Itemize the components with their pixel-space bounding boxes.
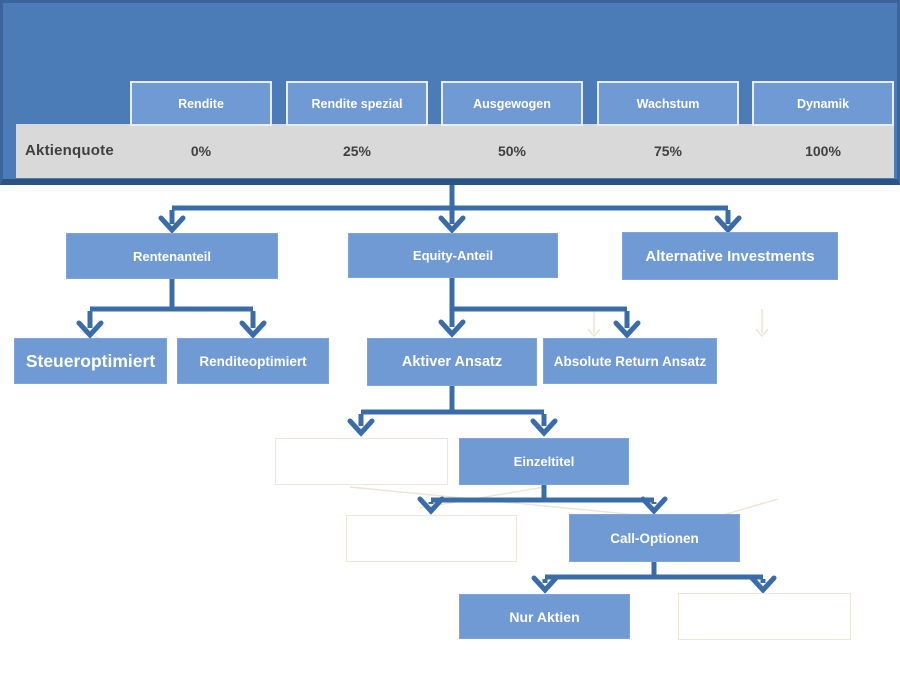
node-renditeoptimiert: Renditeoptimiert <box>177 338 329 384</box>
profile-button-rendite-spezial[interactable]: Rendite spezial <box>286 81 428 126</box>
node-call-optionen: Call-Optionen <box>569 514 740 562</box>
node-nur-aktien: Nur Aktien <box>459 594 630 639</box>
node-empty-3 <box>678 593 851 640</box>
equity-quota-dynamik: 100% <box>805 143 841 159</box>
node-empty-1 <box>275 438 448 485</box>
node-empty-2 <box>346 515 517 562</box>
node-alternative-investments: Alternative Investments <box>622 232 838 280</box>
node-steueroptimiert: Steueroptimiert <box>14 338 167 384</box>
profile-button-rendite[interactable]: Rendite <box>130 81 272 126</box>
equity-quota-row-label: Aktienquote <box>25 142 114 159</box>
node-rentenanteil: Rentenanteil <box>66 233 278 279</box>
node-equity-anteil: Equity-Anteil <box>348 233 558 278</box>
profile-button-wachstum[interactable]: Wachstum <box>597 81 739 126</box>
equity-quota-ausgewogen: 50% <box>497 143 527 159</box>
profile-banner: Aktienquote Rendite Rendite spezial Ausg… <box>0 0 900 185</box>
profile-button-dynamik[interactable]: Dynamik <box>752 81 894 126</box>
node-absolute-return-ansatz: Absolute Return Ansatz <box>543 338 717 384</box>
node-einzeltitel: Einzeltitel <box>459 438 629 485</box>
node-aktiver-ansatz: Aktiver Ansatz <box>367 338 537 386</box>
ghost-arrows <box>587 309 769 338</box>
equity-quota-rendite: 0% <box>190 143 212 159</box>
profile-button-ausgewogen[interactable]: Ausgewogen <box>441 81 583 126</box>
equity-quota-rendite-spezial: 25% <box>342 143 372 159</box>
equity-quota-wachstum: 75% <box>653 143 683 159</box>
equity-quota-row <box>16 124 894 178</box>
